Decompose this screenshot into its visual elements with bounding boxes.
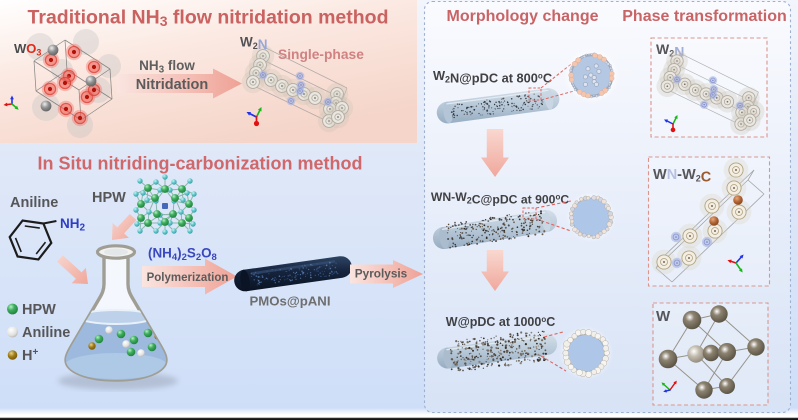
svg-text:NH2: NH2: [60, 216, 86, 234]
svg-text:W2N@pDC at 800oC: W2N@pDC at 800oC: [433, 68, 552, 86]
svg-text:W: W: [656, 308, 671, 325]
svg-text:Aniline: Aniline: [22, 325, 70, 341]
svg-text:WN-W2C@pDC at 900oC: WN-W2C@pDC at 900oC: [431, 190, 569, 207]
svg-text:Morphology change: Morphology change: [447, 8, 599, 25]
svg-text:W@pDC at 1000oC: W@pDC at 1000oC: [446, 315, 555, 329]
svg-text:Pyrolysis: Pyrolysis: [355, 267, 408, 281]
svg-text:W2N: W2N: [240, 35, 268, 53]
svg-text:WO3: WO3: [14, 41, 41, 58]
svg-text:Single-phase: Single-phase: [278, 47, 364, 62]
svg-text:HPW: HPW: [92, 190, 126, 206]
svg-text:In Situ nitriding-carbonizatio: In Situ nitriding-carbonization method: [38, 154, 363, 174]
svg-text:NH3 flow: NH3 flow: [139, 58, 195, 76]
svg-text:PMOs@pANI: PMOs@pANI: [250, 294, 331, 309]
svg-text:Polymerization: Polymerization: [147, 272, 229, 284]
svg-text:HPW: HPW: [22, 302, 56, 318]
svg-text:Nitridation: Nitridation: [136, 77, 209, 93]
svg-text:Aniline: Aniline: [10, 195, 58, 211]
svg-text:WN-W2C: WN-W2C: [653, 167, 712, 186]
svg-text:Phase transformation: Phase transformation: [622, 8, 786, 25]
svg-text:Traditional NH3 flow nitridati: Traditional NH3 flow nitridation method: [28, 7, 389, 30]
